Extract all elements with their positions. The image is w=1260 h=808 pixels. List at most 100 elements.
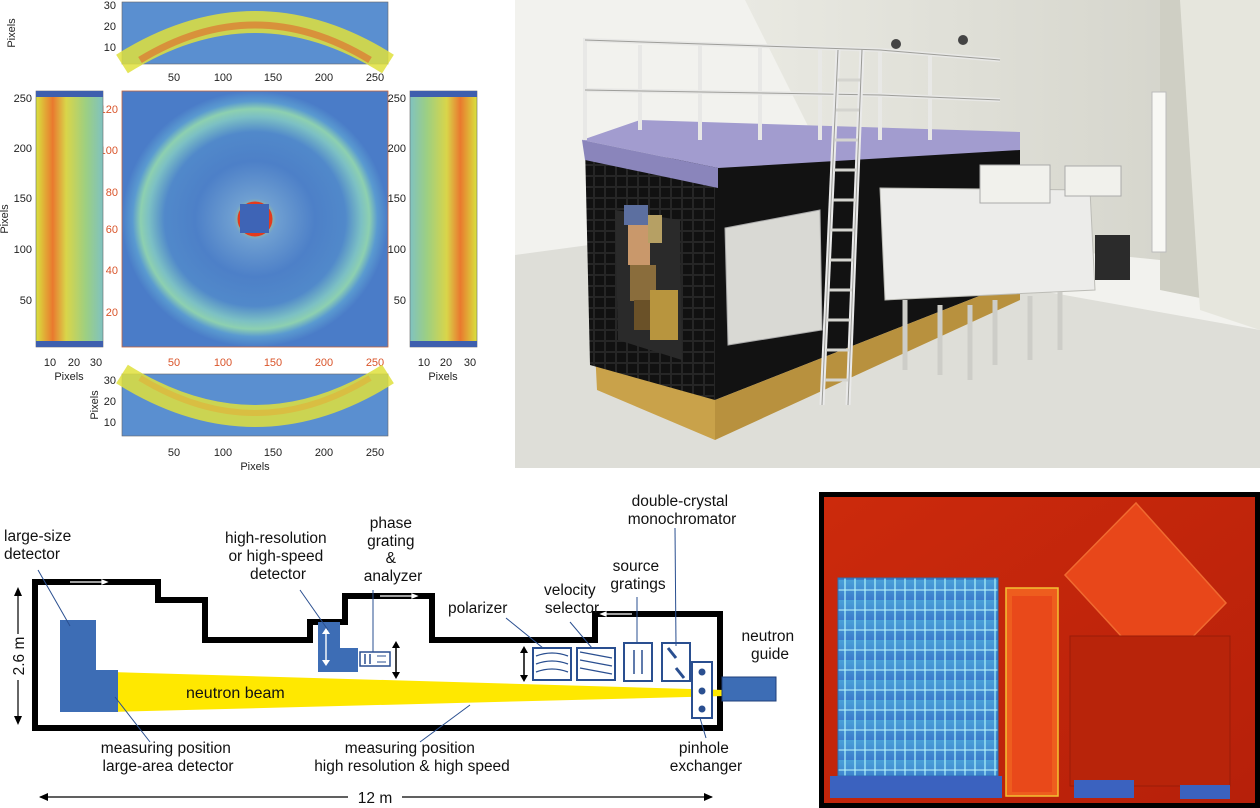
top-strip-x-tick: 100	[214, 72, 232, 84]
base-plate	[830, 776, 1002, 798]
rear-sample	[1069, 635, 1231, 787]
bottom-strip-x-tick: 150	[264, 447, 282, 459]
left-strip-y-tick: 200	[14, 143, 32, 155]
bunker-base-front	[715, 280, 1020, 440]
beamline-schematic: neutron beam	[4, 493, 799, 807]
center-bottom-tick: 250	[366, 357, 384, 369]
neutron-guide	[721, 676, 777, 702]
bottom-strip-x-tick: 250	[366, 447, 384, 459]
bottom-strip-x-label: Pixels	[240, 461, 270, 473]
bottom-strip-y-label: Pixels	[89, 390, 101, 420]
label-pinhole: pinhole exchanger	[670, 740, 742, 775]
left-strip-image	[35, 90, 104, 348]
center-left-tick: 80	[106, 187, 118, 199]
neutron-image	[819, 492, 1260, 808]
top-strip-x-tick: 50	[168, 72, 180, 84]
label-high-res-detector: high-resolution or high-speed detector	[225, 530, 331, 583]
top-strip-x-tick: 150	[264, 72, 282, 84]
base-plate	[1074, 780, 1134, 798]
base-plate	[1180, 785, 1230, 799]
label-source-gratings: source gratings	[610, 558, 665, 593]
left-strip-y-label: Pixels	[0, 204, 11, 234]
ladder	[819, 49, 865, 406]
stands	[902, 292, 1063, 380]
label-velocity-selector: velocity selector	[544, 582, 600, 617]
bottom-strip-x-tick: 50	[168, 447, 180, 459]
monochromator	[661, 642, 691, 682]
top-strip-panel: Pixels 30 20 10 50 100 150 200 250	[6, 0, 394, 84]
left-strip-y-tick: 150	[14, 193, 32, 205]
right-strip-x-label: Pixels	[428, 371, 458, 383]
top-strip-x-tick: 250	[366, 72, 384, 84]
right-strip-x-tick: 20	[440, 357, 452, 369]
label-pos-high-res: measuring position high resolution & hig…	[314, 740, 510, 775]
left-strip-panel: Pixels 250 200 150 100 50 10 20 30 Pixel…	[0, 90, 104, 383]
wall-grille	[1095, 235, 1130, 280]
left-strip-x-tick: 10	[44, 357, 56, 369]
neutron-beam	[110, 672, 725, 712]
left-strip-y-tick: 50	[20, 295, 32, 307]
bottom-strip-y-tick: 10	[104, 417, 116, 429]
top-strip-y-tick: 20	[104, 21, 116, 33]
center-left-tick: 120	[100, 104, 118, 116]
control-box	[724, 209, 823, 346]
instrument-rendering	[515, 0, 1260, 468]
right-strip-y-tick: 100	[388, 244, 406, 256]
center-bottom-tick: 200	[315, 357, 333, 369]
electronics-box	[979, 164, 1051, 204]
phase-grating	[359, 641, 400, 679]
center-bottom-tick: 100	[214, 357, 232, 369]
label-monochromator: double-crystal monochromator	[628, 493, 737, 528]
right-strip-image	[409, 90, 478, 348]
left-strip-x-tick: 30	[90, 357, 102, 369]
center-left-tick: 40	[106, 265, 118, 277]
height-dim-label: 2.6 m	[11, 637, 28, 676]
bunker-roof	[582, 120, 1020, 168]
center-bottom-tick: 50	[168, 357, 180, 369]
left-strip-y-tick: 250	[14, 93, 32, 105]
top-strip-x-tick: 200	[315, 72, 333, 84]
center-left-tick: 20	[106, 307, 118, 319]
detector-panels: Pixels 30 20 10 50 100 150 200 250 120 1…	[0, 0, 478, 473]
pinhole-exchanger	[691, 661, 713, 719]
ceiling-lamp	[891, 39, 901, 49]
right-strip-x-tick: 30	[464, 357, 476, 369]
right-strip-y-tick: 250	[388, 93, 406, 105]
left-strip-y-tick: 100	[14, 244, 32, 256]
center-left-tick: 60	[106, 224, 118, 236]
bottom-strip-y-tick: 20	[104, 396, 116, 408]
top-strip-y-tick: 30	[104, 0, 116, 12]
right-strip-y-tick: 50	[394, 295, 406, 307]
high-res-detector	[318, 622, 358, 672]
bottom-strip-y-tick: 30	[104, 375, 116, 387]
length-dimension: 12 m	[39, 788, 713, 807]
wall-light	[1151, 91, 1167, 253]
blue-sample	[837, 577, 999, 777]
right-strip-y-tick: 150	[388, 193, 406, 205]
thin-sample-core	[1012, 596, 1052, 792]
label-phase-grating: phase grating & analyzer	[364, 515, 423, 585]
ceiling-lamp	[958, 35, 968, 45]
label-neutron-guide: neutron guide	[742, 628, 799, 663]
label-pos-large-area: measuring position large-area detector	[101, 740, 235, 775]
beam-stop	[240, 204, 269, 233]
neutron-beam-label: neutron beam	[186, 685, 285, 702]
center-bottom-tick: 150	[264, 357, 282, 369]
length-dim-label: 12 m	[358, 790, 392, 807]
right-strip-panel: 250 200 150 100 50 10 20 30 Pixels	[388, 90, 478, 383]
large-size-detector	[60, 620, 118, 712]
center-panel: 120 100 80 60 40 20 50 100 150 200 250	[100, 90, 389, 369]
source-gratings	[623, 642, 653, 682]
right-strip-y-tick: 200	[388, 143, 406, 155]
bunker-roof-edge	[582, 140, 718, 188]
detector-tank	[879, 187, 1096, 301]
center-left-tick: 100	[100, 145, 118, 157]
pixel-portrait	[615, 205, 682, 360]
left-strip-x-label: Pixels	[54, 371, 84, 383]
label-polarizer: polarizer	[448, 600, 507, 617]
bottom-strip-x-tick: 100	[214, 447, 232, 459]
left-strip-x-tick: 20	[68, 357, 80, 369]
leader-lines	[37, 527, 707, 743]
top-strip-y-tick: 10	[104, 42, 116, 54]
